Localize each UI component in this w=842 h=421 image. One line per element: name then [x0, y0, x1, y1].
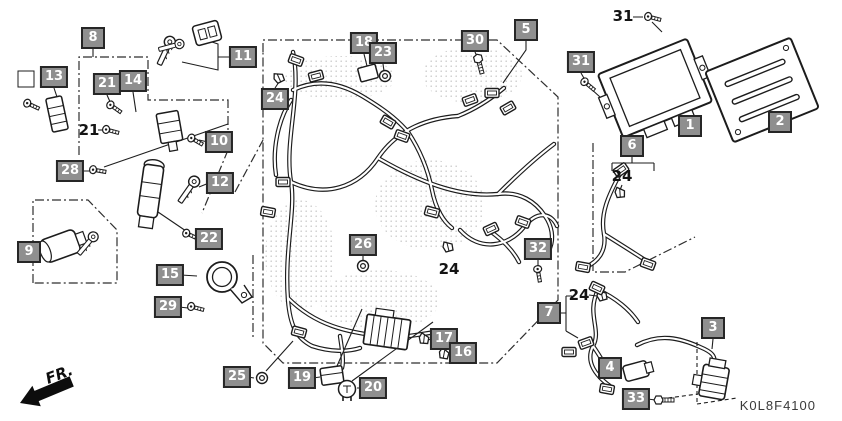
callout-text-24[interactable]: 24 — [568, 286, 590, 304]
callout-19[interactable]: 19 — [287, 367, 317, 389]
callout-9[interactable]: 9 — [17, 241, 41, 263]
callout-22[interactable]: 22 — [194, 228, 224, 250]
sub-harness-6-drawing — [583, 169, 651, 270]
callout-28[interactable]: 28 — [55, 160, 85, 182]
callout-2[interactable]: 2 — [768, 111, 792, 133]
callout-5[interactable]: 5 — [514, 19, 538, 41]
switch-13-drawing — [45, 95, 69, 133]
callout-31[interactable]: 31 — [566, 51, 596, 73]
ignition-coil-tube-drawing — [634, 335, 717, 367]
sensor-4-drawing — [622, 360, 655, 382]
sensor-20-drawing — [337, 379, 357, 401]
callout-text-24[interactable]: 24 — [611, 167, 633, 185]
fuse-box-drawing — [362, 307, 412, 351]
callout-4[interactable]: 4 — [598, 357, 622, 379]
ecu-unit-drawing — [597, 38, 713, 139]
callout-16[interactable]: 16 — [448, 342, 478, 364]
callout-30[interactable]: 30 — [460, 30, 490, 52]
callout-7[interactable]: 7 — [537, 302, 561, 324]
callout-21[interactable]: 21 — [92, 73, 122, 95]
switch-14-drawing — [155, 109, 184, 153]
fr-direction-arrow: FR. — [20, 361, 75, 407]
callout-3[interactable]: 3 — [701, 317, 725, 339]
callout-11[interactable]: 11 — [228, 46, 258, 68]
callout-25[interactable]: 25 — [222, 366, 252, 388]
callout-1[interactable]: 1 — [678, 115, 702, 137]
callout-32[interactable]: 32 — [523, 238, 553, 260]
callout-24[interactable]: 24 — [260, 88, 290, 110]
callout-10[interactable]: 10 — [204, 131, 234, 153]
lock-cylinder-drawing — [136, 158, 165, 230]
callout-20[interactable]: 20 — [358, 377, 388, 399]
callout-6[interactable]: 6 — [620, 135, 644, 157]
ignition-switch-9-drawing — [38, 229, 88, 263]
callout-text-21[interactable]: 21 — [78, 121, 100, 139]
parts-drawings — [21, 11, 819, 405]
callout-15[interactable]: 15 — [155, 264, 185, 286]
stipple-shading — [265, 47, 522, 330]
callout-23[interactable]: 23 — [368, 42, 398, 64]
callout-8[interactable]: 8 — [81, 27, 105, 49]
horn-drawing — [206, 261, 253, 304]
diagram-code: K0L8F4100 — [739, 398, 816, 413]
callout-33[interactable]: 33 — [621, 388, 651, 410]
callout-14[interactable]: 14 — [118, 70, 148, 92]
callout-29[interactable]: 29 — [153, 296, 183, 318]
switch-11-drawing — [191, 19, 223, 47]
grommet-26-icon — [356, 259, 370, 273]
relay-19-drawing — [319, 365, 345, 386]
callout-26[interactable]: 26 — [348, 234, 378, 256]
blank-callout-box — [17, 70, 35, 88]
grommet-23-icon — [378, 69, 392, 83]
ignition-coil-drawing — [691, 357, 730, 401]
relay-18-drawing — [357, 63, 379, 83]
callout-text-31[interactable]: 31 — [612, 7, 634, 25]
grommet-25-icon — [255, 371, 269, 385]
mount-bracket-drawing — [705, 37, 819, 143]
callout-13[interactable]: 13 — [39, 66, 69, 88]
callout-text-24[interactable]: 24 — [438, 260, 460, 278]
callout-12[interactable]: 12 — [205, 172, 235, 194]
